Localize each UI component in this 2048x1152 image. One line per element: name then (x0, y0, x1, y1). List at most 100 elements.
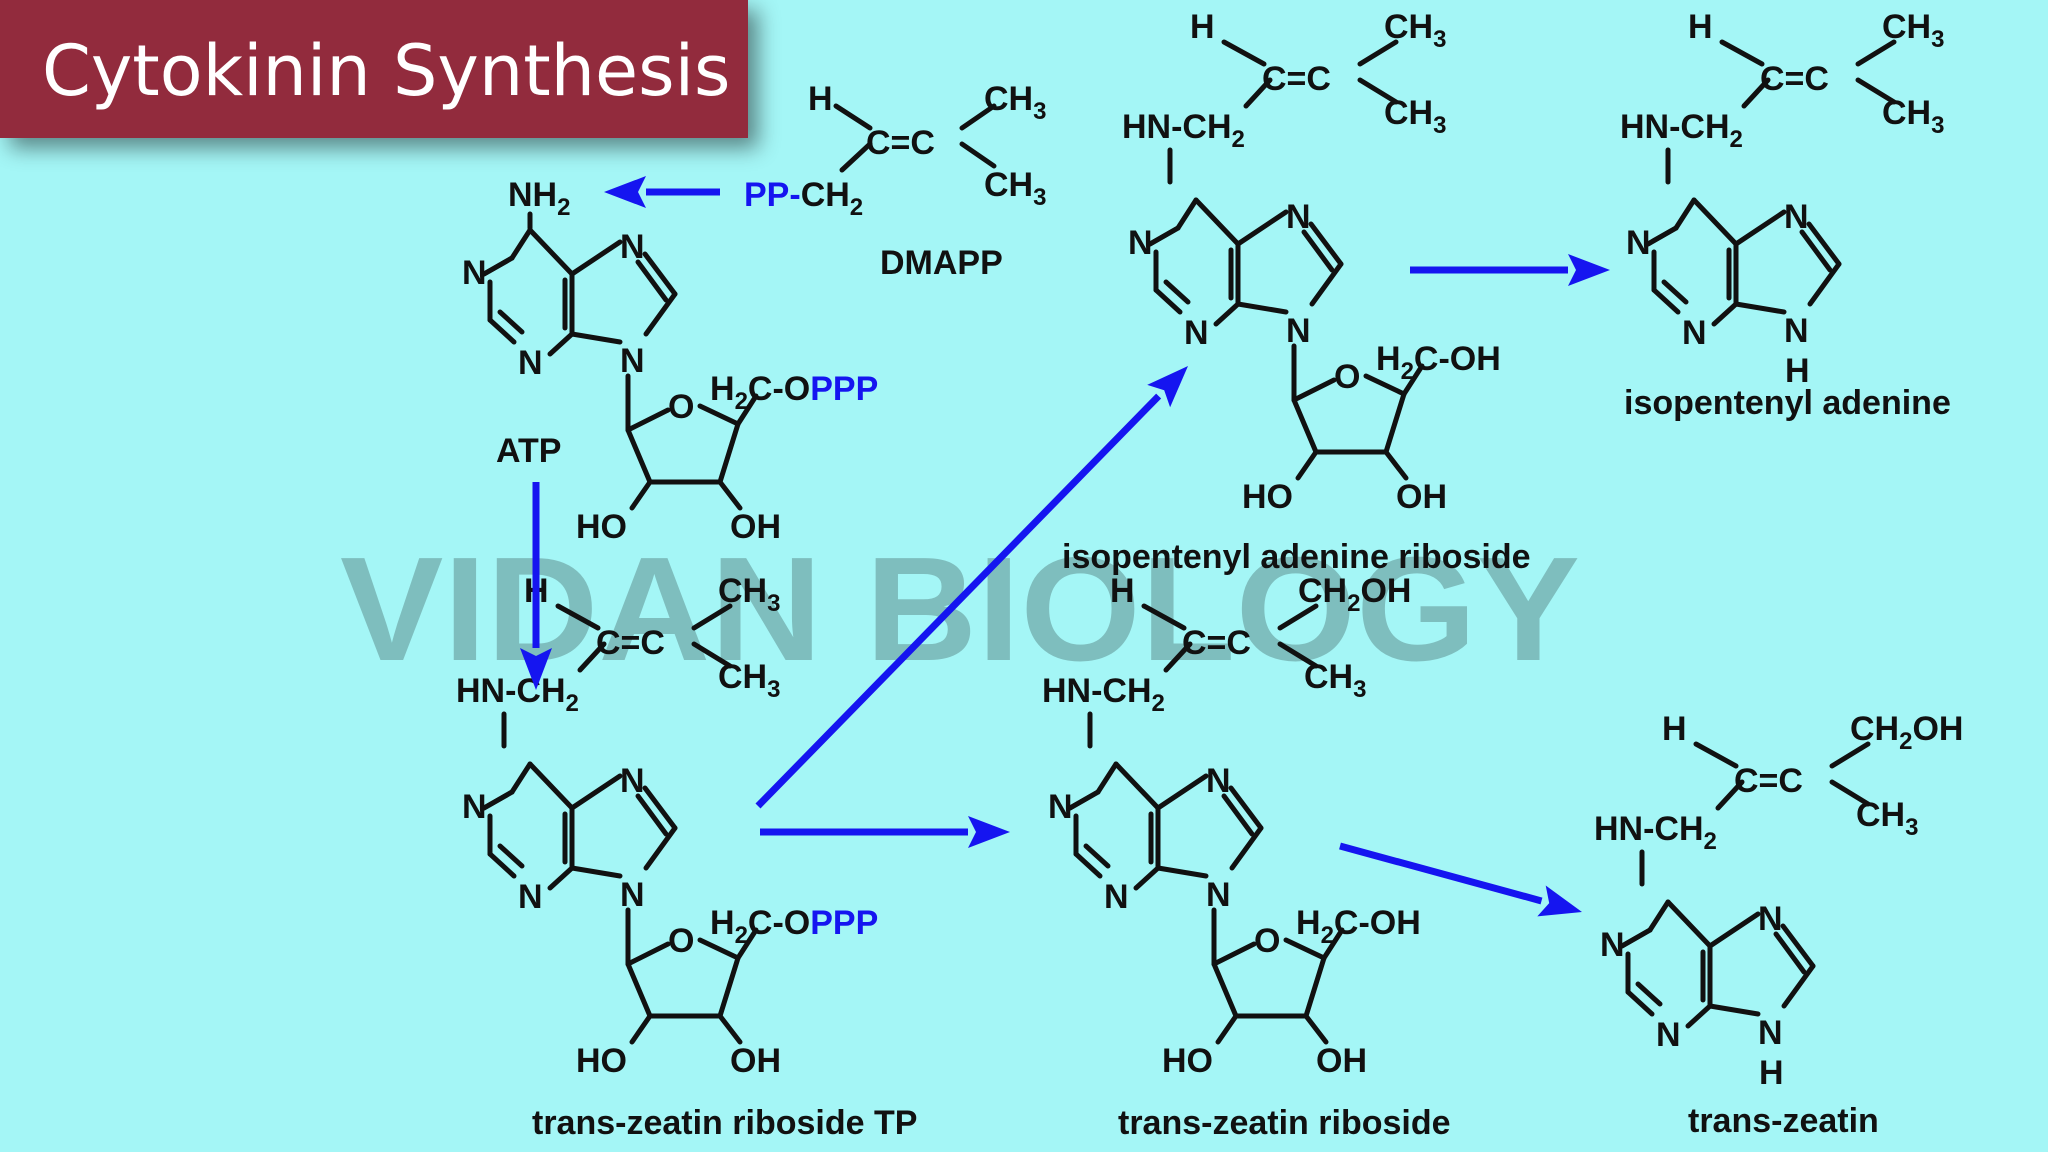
bond (1277, 603, 1319, 631)
methyl-bottom-atom: CH3 (984, 166, 1046, 211)
bond (1113, 761, 1161, 811)
bond (1229, 825, 1264, 871)
bond (1651, 287, 1681, 315)
double-bond (481, 255, 515, 277)
bond (1321, 927, 1345, 961)
bond (717, 955, 741, 1019)
bond (717, 479, 743, 511)
bond (527, 227, 575, 277)
ring-h-atom: H (1785, 352, 1810, 390)
bond (1383, 391, 1407, 455)
trans-zeatin-riboside-tp-label: trans-zeatin riboside TP (532, 1104, 917, 1142)
ring-n9-atom: N (1286, 312, 1311, 350)
bond (497, 309, 525, 335)
bond (1213, 301, 1241, 327)
bond (1691, 197, 1739, 247)
bond (1829, 779, 1871, 807)
bond (1383, 449, 1409, 481)
bond (1773, 931, 1807, 975)
bond (629, 1013, 653, 1045)
ribose-oh-atom: OH (1316, 1042, 1367, 1080)
ring-n9-atom: N (620, 876, 645, 914)
title-banner: Cytokinin Synthesis (0, 0, 748, 138)
vinyl-h-atom: H (1662, 710, 1687, 748)
bond (1235, 209, 1289, 247)
bond (1211, 961, 1239, 1019)
bond (569, 865, 623, 879)
vinyl-h-atom: H (1110, 572, 1135, 610)
ring-n1-atom: N (1600, 926, 1625, 964)
ch2oh-group: CH2OH (1298, 572, 1411, 617)
bond (1073, 851, 1103, 879)
methyl-bottom-atom: CH3 (1304, 658, 1366, 703)
ring-n3-atom: N (1184, 314, 1209, 352)
bond (1855, 77, 1897, 105)
ribose-ch2oh-group: H2C-OH (1296, 904, 1421, 949)
bond (839, 141, 873, 173)
ring-n7-atom: N (1286, 198, 1311, 236)
bond (697, 403, 741, 427)
bond (1303, 955, 1327, 1019)
ribose-oh-atom: OH (1396, 478, 1447, 516)
bond (625, 961, 653, 1019)
double-bond (1147, 225, 1181, 247)
bond (1807, 261, 1842, 307)
bond (547, 331, 575, 357)
trans-zeatin-label: trans-zeatin (1688, 1102, 1879, 1140)
bond (643, 291, 678, 337)
ch2oh-group: CH2OH (1850, 710, 1963, 755)
bond (1719, 39, 1765, 67)
ring-n7-atom: N (1784, 198, 1809, 236)
watermark-text: VIDAN BIOLOGY (340, 527, 1580, 692)
ribose-oh-atom: OH (730, 508, 781, 546)
bond (1193, 197, 1241, 247)
ring-n9-atom: N (1758, 1014, 1783, 1052)
bond (959, 103, 997, 131)
ring-n9-atom: N (1784, 312, 1809, 350)
bond (735, 927, 759, 961)
arrow-atp-to-riboside-tp (520, 482, 552, 690)
bond (1647, 899, 1671, 933)
bond (497, 843, 525, 869)
bond (1283, 937, 1327, 961)
ring-h-atom: H (1759, 1054, 1784, 1092)
c-double-c-atom: C=C (1182, 624, 1251, 662)
nh2-atom: NH2 (508, 176, 570, 221)
ribose-ho-atom: HO (576, 508, 627, 546)
bond (1301, 229, 1335, 273)
bond (643, 825, 678, 871)
ribose-o-atom: O (668, 922, 694, 960)
arrow-dmapp-to-atp (604, 176, 720, 208)
bond (1665, 899, 1713, 949)
double-bond (1067, 789, 1101, 811)
bond (1357, 77, 1399, 105)
methyl-bottom-atom: CH3 (1856, 796, 1918, 841)
bond (1221, 793, 1255, 837)
c-double-c-atom: C=C (1760, 60, 1829, 98)
ring-n3-atom: N (1656, 1016, 1681, 1054)
hn-ch2-atom: HN-CH2 (456, 672, 579, 717)
isopentenyl-adenine-riboside-label: isopentenyl adenine riboside (1062, 538, 1531, 576)
bond (487, 317, 517, 345)
double-bond (1645, 225, 1679, 247)
ring-n1-atom: N (1626, 224, 1651, 262)
ring-n3-atom: N (1104, 878, 1129, 916)
bond (833, 103, 873, 131)
c-double-c-atom: C=C (866, 124, 935, 162)
bond (1083, 843, 1111, 869)
bond (691, 641, 733, 669)
ring-n3-atom: N (518, 344, 543, 382)
c-double-c-atom: C=C (1734, 762, 1803, 800)
double-bond (481, 789, 515, 811)
vinyl-h-atom: H (808, 80, 833, 118)
bond (1155, 773, 1209, 811)
bond (697, 937, 741, 961)
ribose-triphosphate-group: H2C-OPPP (710, 904, 878, 949)
bond (577, 641, 607, 673)
